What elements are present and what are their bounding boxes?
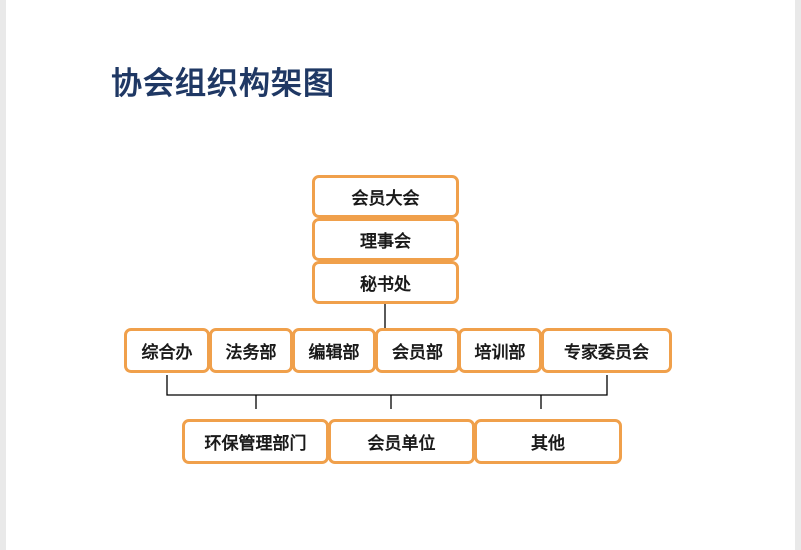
box-dept-expert-committee: 专家委员会 bbox=[541, 328, 672, 373]
box-secretariat: 秘书处 bbox=[312, 261, 459, 304]
connector-bracket bbox=[166, 375, 608, 396]
page-title: 协会组织构架图 bbox=[111, 66, 335, 102]
box-member-units: 会员单位 bbox=[328, 419, 475, 464]
box-dept-membership: 会员部 bbox=[375, 328, 460, 373]
box-general-assembly: 会员大会 bbox=[312, 175, 459, 218]
box-others: 其他 bbox=[474, 419, 622, 464]
slide: 协会组织构架图 会员大会 理事会 秘书处 综合办 法务部 编辑部 会员部 培训部… bbox=[6, 0, 795, 550]
box-dept-editorial: 编辑部 bbox=[292, 328, 376, 373]
box-dept-legal: 法务部 bbox=[209, 328, 293, 373]
box-council: 理事会 bbox=[312, 218, 459, 261]
box-env-department: 环保管理部门 bbox=[182, 419, 329, 464]
connector-lines bbox=[166, 303, 608, 409]
box-dept-training: 培训部 bbox=[458, 328, 542, 373]
box-dept-general-office: 综合办 bbox=[124, 328, 210, 373]
